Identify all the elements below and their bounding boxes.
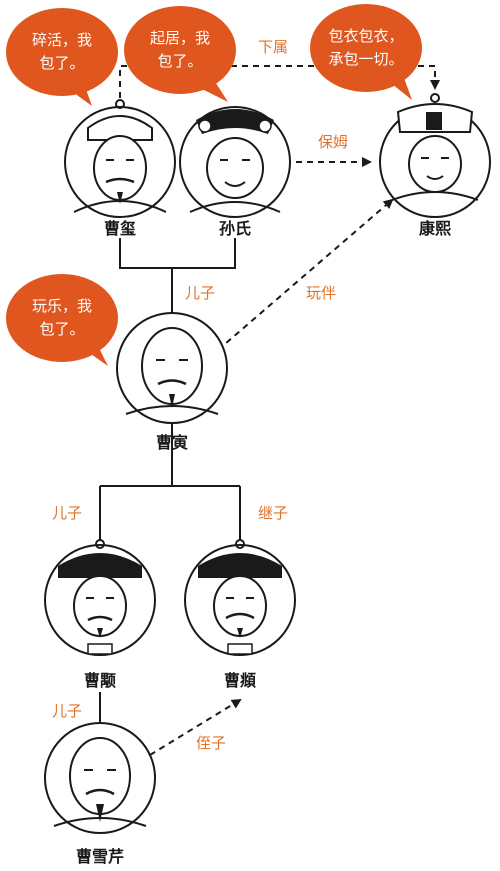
speech-bubble-caoyin: 玩乐，我 包了。 [6, 274, 118, 366]
portrait-caoyin [116, 312, 228, 424]
relation-subordinate: 下属 [258, 38, 288, 56]
name-caoyin: 曹寅 [156, 433, 188, 452]
bubble-caoyin-line1: 玩乐，我 [32, 297, 92, 315]
portrait-caoyong [44, 539, 156, 656]
portrait-caoxi [64, 99, 176, 218]
name-sunshi: 孙氏 [219, 219, 251, 238]
relation-son-caoyong: 儿子 [52, 504, 82, 522]
relation-nephew: 侄子 [196, 734, 226, 752]
name-caoyong: 曹颙 [84, 671, 116, 690]
subordinate-arrow [119, 65, 440, 98]
portrait-caofu [184, 539, 296, 656]
bubble-sunshi-line1: 起居，我 [150, 29, 210, 47]
parents-connector [119, 238, 236, 322]
portrait-caoxueqin [44, 722, 156, 834]
portrait-sunshi [179, 106, 291, 218]
name-caofu: 曹頫 [224, 671, 256, 690]
speech-bubble-kangxi: 包衣包衣， 承包一切。 [310, 4, 422, 100]
bubble-kangxi-line2: 承包一切。 [328, 50, 403, 68]
speech-bubble-caoxi: 碎活，我 包了。 [6, 8, 118, 106]
relation-son-caoyin: 儿子 [185, 284, 215, 302]
playmate-arrow [217, 198, 394, 351]
nephew-arrow [149, 698, 242, 756]
bubble-caoxi-line2: 包了。 [39, 54, 84, 72]
sons-connector [99, 420, 241, 540]
relation-nanny: 保姆 [318, 133, 348, 151]
speech-bubble-sunshi: 起居，我 包了。 [124, 6, 236, 102]
bubble-sunshi-line2: 包了。 [157, 52, 202, 70]
relation-playmate: 玩伴 [306, 284, 336, 302]
portrait-kangxi [379, 93, 491, 218]
bubble-caoyin-line2: 包了。 [39, 320, 84, 338]
relation-adopted-son: 继子 [258, 504, 288, 522]
name-caoxueqin: 曹雪芹 [76, 847, 124, 866]
name-kangxi: 康熙 [419, 219, 451, 238]
name-caoxi: 曹玺 [104, 219, 136, 238]
bubble-caoxi-line1: 碎活，我 [32, 31, 92, 49]
bubble-kangxi-line1: 包衣包衣， [328, 27, 403, 45]
relation-son-caoxueqin: 儿子 [52, 702, 82, 720]
